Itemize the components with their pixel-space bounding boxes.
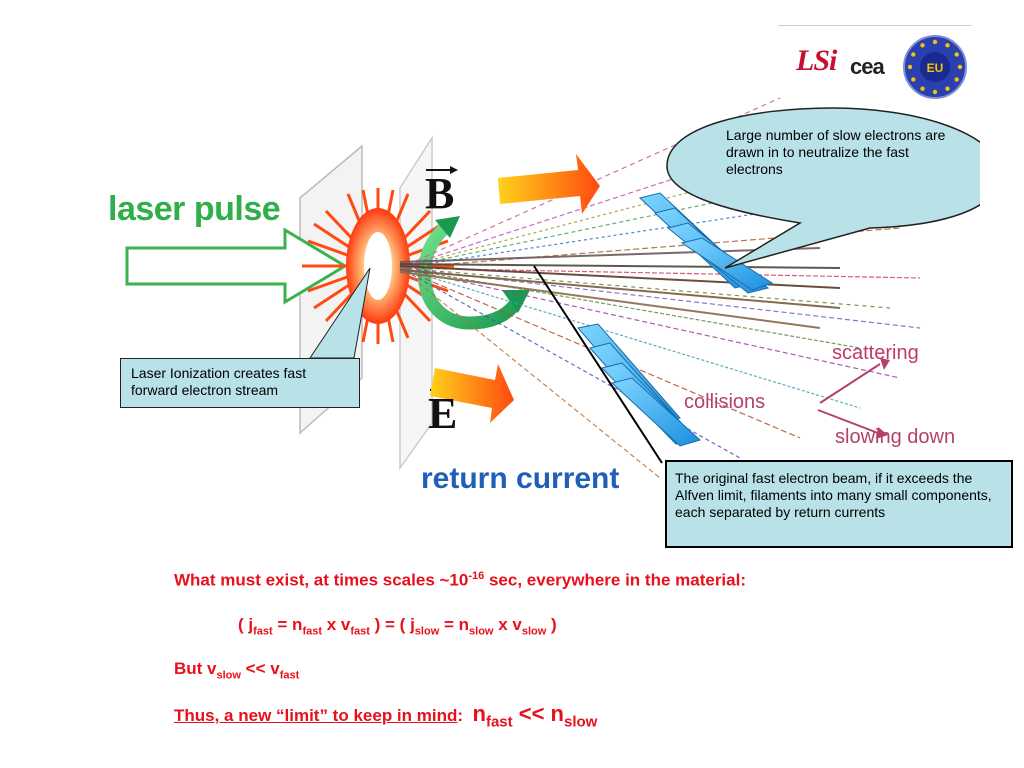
slowing-down-label: slowing down (835, 426, 956, 448)
original-beam-callout: The original fast electron beam, if it e… (665, 460, 1013, 548)
laser-arrow (125, 227, 348, 305)
scattering-arrow-line (819, 363, 881, 404)
lsi-logo: LSi (796, 44, 837, 77)
collisions-label: collisions (684, 391, 766, 413)
logo-strip: LSi cea EU (790, 30, 980, 102)
e-field-label: E (428, 389, 458, 438)
target-plate-right (399, 135, 433, 471)
header-rule (778, 25, 972, 26)
lower-return-arrow (430, 364, 514, 423)
eu-logo-text: EU (927, 61, 944, 75)
current-equation: ( jfast = nfast x vfast ) = ( jslow = ns… (238, 615, 557, 638)
velocity-inequality: But vslow << vfast (174, 659, 300, 682)
b-field-label: B (425, 169, 455, 218)
scattering-label: scattering (832, 342, 919, 364)
eu-flag-logo: EU (903, 35, 967, 99)
beam-callout-pointer (533, 265, 663, 464)
upper-return-arrow (498, 154, 600, 214)
cea-logo: cea (850, 54, 885, 79)
return-current-label: return current (421, 462, 620, 495)
laser-pulse-label: laser pulse (108, 190, 281, 228)
b-field-curve-arrow (417, 223, 524, 330)
slow-electron-steps-upper (638, 192, 774, 294)
slowing-arrow-line (817, 409, 879, 434)
laser-ionization-callout: Laser Ionization creates fast forward el… (120, 358, 360, 408)
slow-electrons-callout: Large number of slow electrons are drawn… (726, 127, 946, 177)
question-text: What must exist, at times scales ~10-16 … (174, 570, 746, 590)
slow-electron-steps-lower (577, 323, 701, 447)
slow-electrons-bubble (666, 107, 980, 269)
density-limit-statement: Thus, a new “limit” to keep in mind: nfa… (174, 701, 598, 731)
